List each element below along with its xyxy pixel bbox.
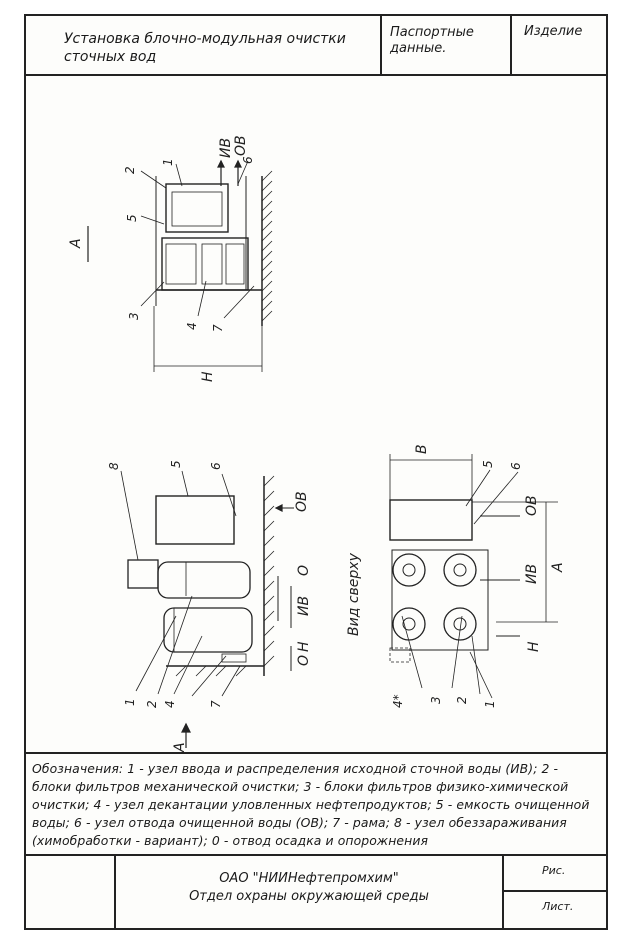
plan-view	[389, 454, 558, 699]
callout-3-plan: 3	[429, 696, 443, 704]
callout-6-top: 6	[241, 156, 255, 164]
side-elevation-view	[87, 159, 273, 372]
view-from-top-label: Вид сверху	[346, 552, 362, 636]
dimension-b: В	[414, 444, 430, 454]
label-h-front: Н	[296, 641, 312, 652]
callout-1-top: 1	[161, 158, 175, 166]
organization-block: ОАО "НИИНефтепромхим" Отдел охраны окруж…	[114, 854, 504, 930]
callout-5-top: 5	[125, 214, 139, 222]
drawing-sheet: Установка блочно-модульная очистки сточн…	[24, 14, 608, 930]
legend-text: Обозначения: 1 - узел ввода и распределе…	[26, 752, 606, 852]
label-o2-front: О	[296, 655, 312, 666]
department-name: Отдел охраны окружающей среды	[189, 889, 429, 904]
callout-5-front: 5	[169, 460, 183, 468]
footer-spacer	[26, 854, 114, 930]
figure-label: Рис.	[504, 854, 606, 892]
label-iv-top: ИВ	[218, 138, 234, 158]
label-o-front: О	[296, 565, 312, 576]
callout-4star-plan: 4*	[391, 694, 405, 708]
callout-1-plan: 1	[483, 700, 497, 708]
callout-5-plan: 5	[481, 460, 495, 468]
label-ov-top: ОВ	[233, 135, 249, 156]
document-title: Установка блочно-модульная очистки сточн…	[26, 16, 382, 76]
callout-7-top: 7	[211, 324, 225, 332]
label-iv-plan: ИВ	[524, 564, 540, 584]
callout-2-top: 2	[123, 166, 137, 174]
callout-2-front: 2	[145, 700, 159, 708]
label-ov-front: ОВ	[294, 491, 310, 512]
dimension-a: А	[550, 562, 566, 573]
callout-1-front: 1	[123, 698, 137, 706]
technical-drawing: А ИВ ОВ Н ОВ ИВ О Н О А Вид сверху В ОВ …	[68, 135, 566, 752]
callout-3-top: 3	[127, 312, 141, 320]
section-marker-bottom: А	[172, 742, 188, 752]
callout-7-front: 7	[209, 700, 223, 708]
callout-4-front: 4	[163, 700, 177, 708]
label-iv-front: ИВ	[296, 596, 312, 616]
sheet-label: Лист.	[542, 900, 574, 913]
dimension-h-top: Н	[200, 371, 216, 382]
callout-8-front: 8	[107, 462, 121, 470]
section-marker-top: А	[68, 238, 84, 249]
label-ov-plan: ОВ	[524, 495, 540, 516]
organization-name: ОАО "НИИНефтепромхим"	[219, 871, 399, 886]
label-h-plan: Н	[526, 641, 542, 652]
callout-6-plan: 6	[509, 462, 523, 470]
front-elevation-view	[120, 470, 294, 748]
callout-6-front: 6	[209, 462, 223, 470]
callout-4-top: 4	[185, 322, 199, 330]
passport-data-label: Паспортные данные.	[382, 16, 512, 76]
product-label: Изделие	[512, 16, 606, 76]
callout-2-plan: 2	[455, 696, 469, 704]
